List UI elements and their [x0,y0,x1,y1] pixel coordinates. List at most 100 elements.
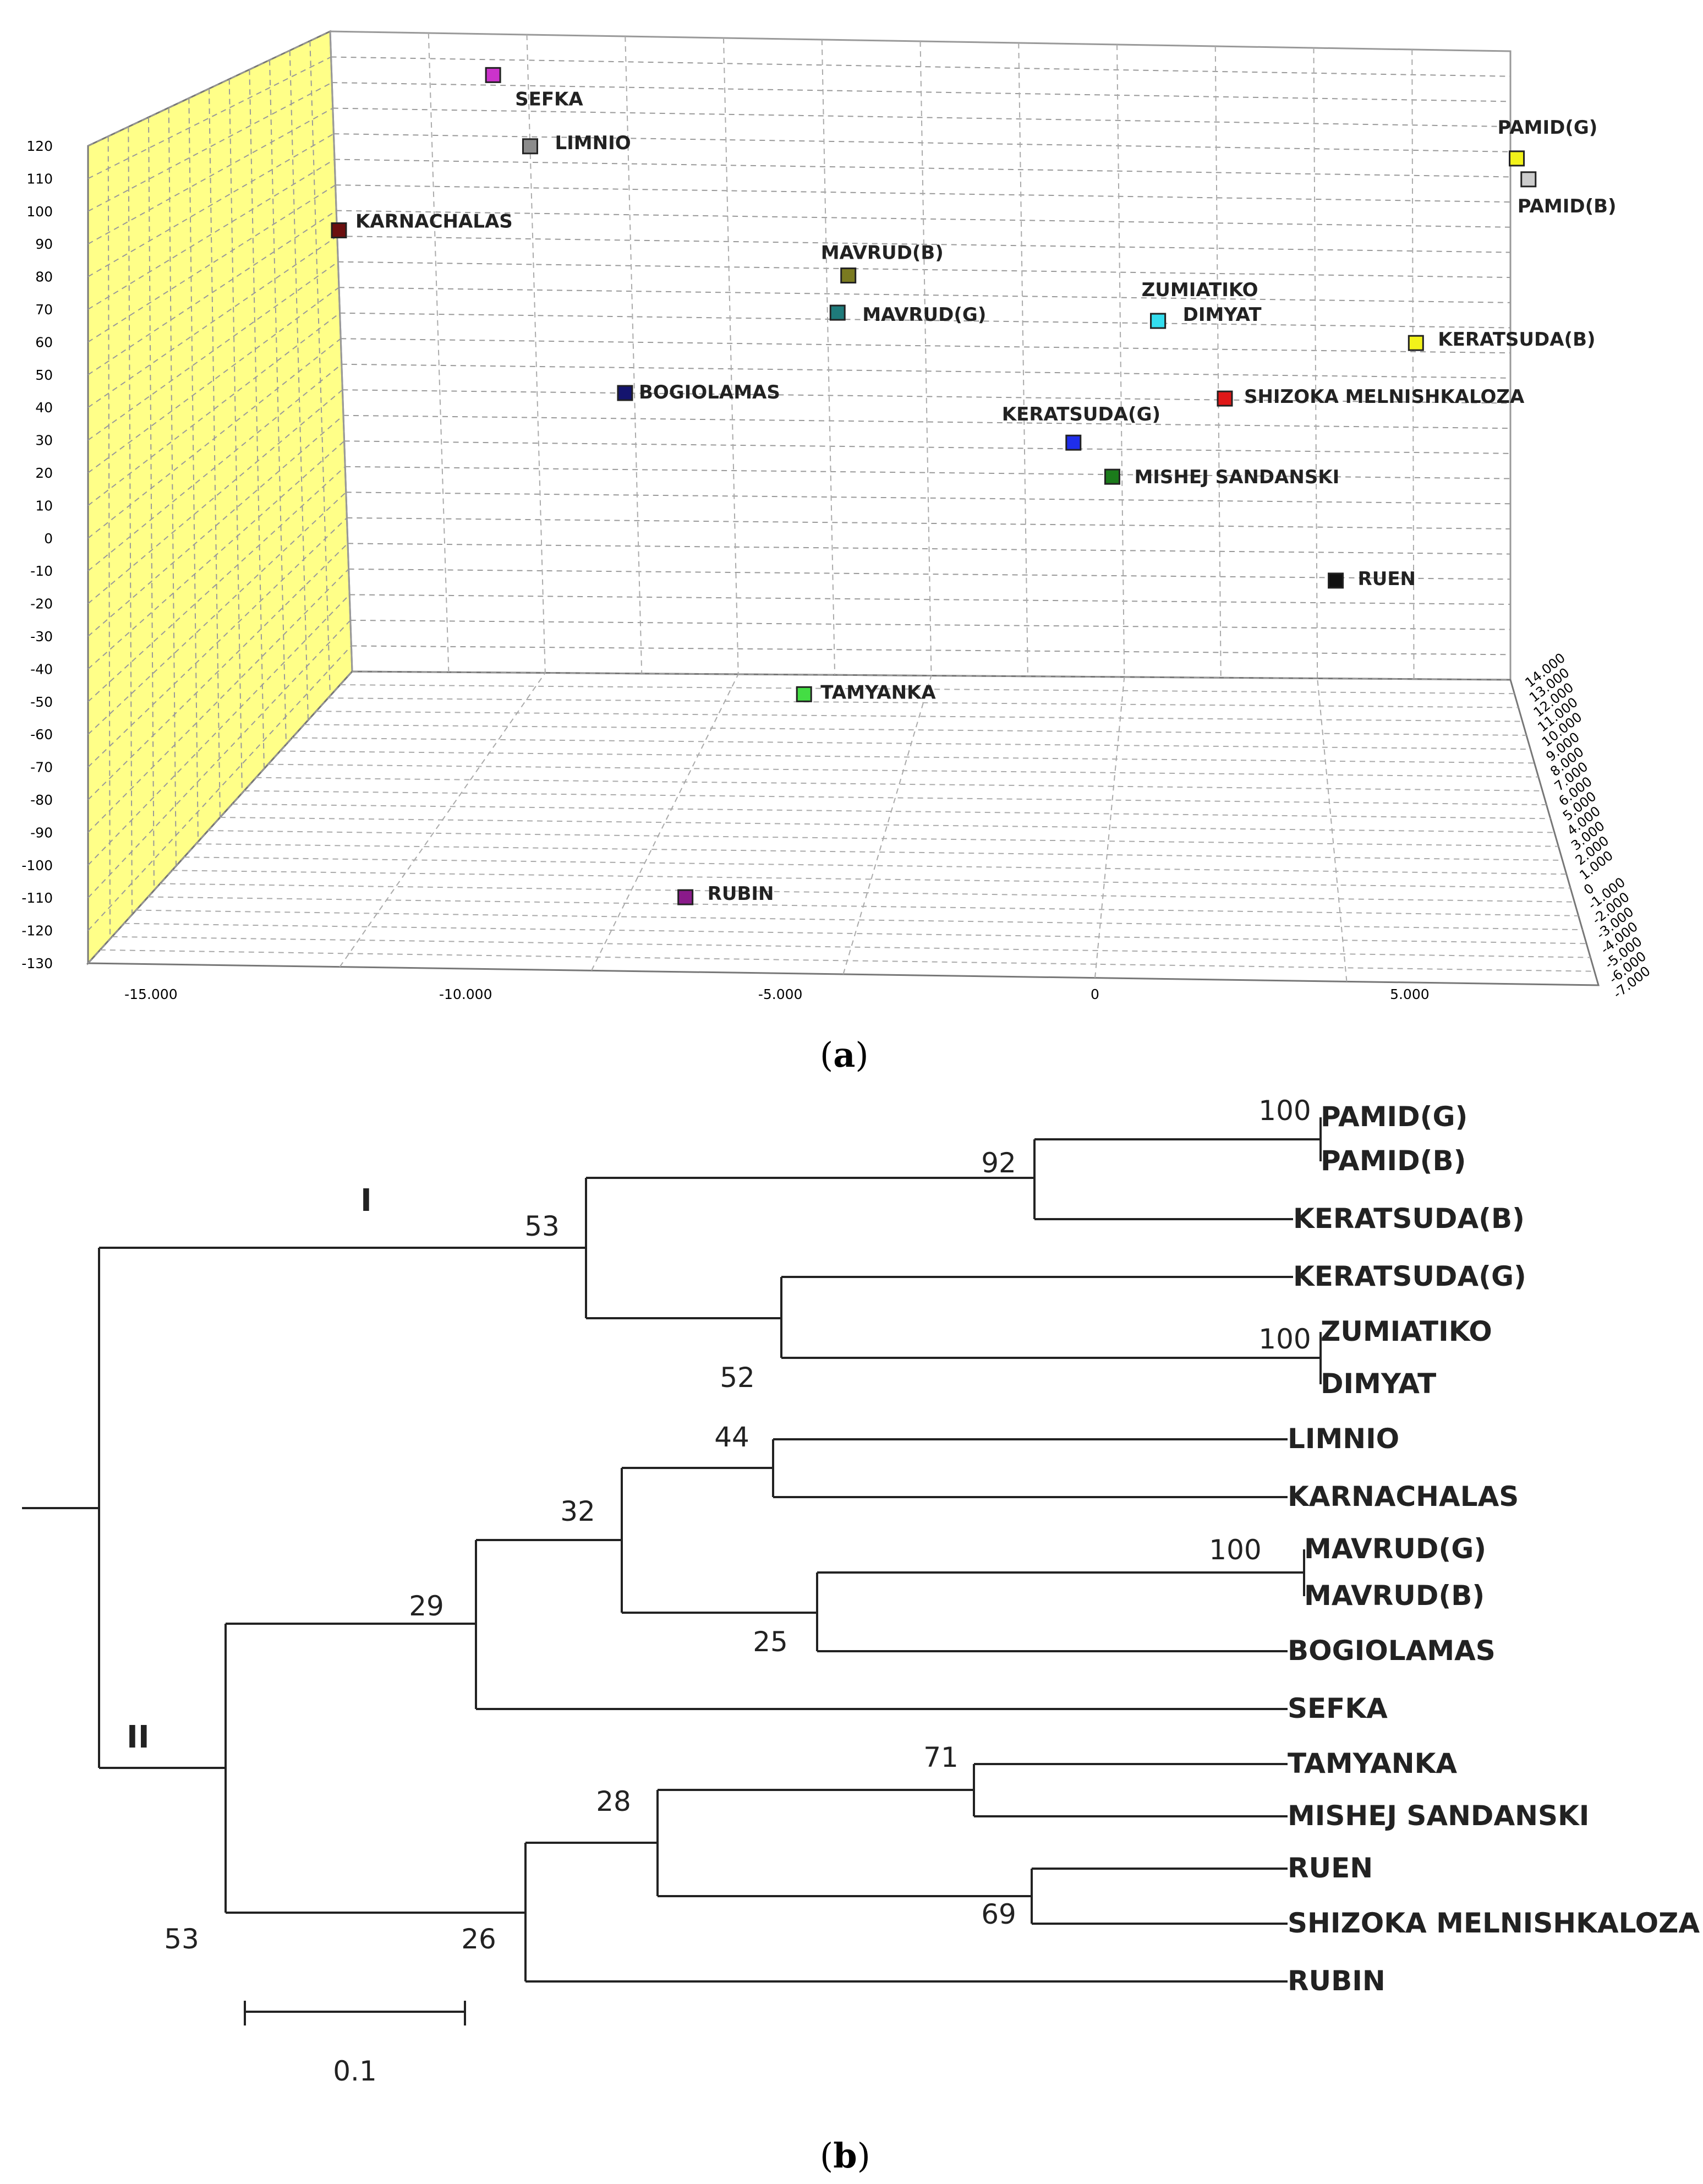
wall-vgridline [249,69,265,769]
floor-gridline [304,724,1527,736]
z-tick-label: 50 [35,367,53,383]
z-tick-label: 90 [35,236,53,252]
back-vgridline [428,32,450,673]
scatter-point [485,67,501,83]
back-vgridline [526,34,546,673]
point-label: KARNACHALAS [355,210,513,232]
point-label: PAMID(B) [1518,195,1617,217]
bootstrap-value: 100 [1258,1095,1311,1127]
point-label: ZUMIATIKO [1142,279,1258,301]
z-gridline-wall [87,133,334,277]
leaf-label: ZUMIATIKO [1321,1315,1492,1347]
plot-grid [86,30,1600,986]
z-tick-label: 70 [35,302,53,318]
back-vgridline [1018,42,1028,676]
point-label: RUBIN [708,883,774,905]
scatter-point [522,138,538,155]
z-tick-label: 0 [44,531,53,547]
z-gridline [332,107,1511,128]
x-tick-label: -10.000 [439,986,492,1002]
bootstrap-value: 71 [923,1741,959,1773]
scatter-point [1520,171,1537,188]
scatter-point [1065,434,1082,451]
z-gridline-wall [87,569,349,833]
leaf-label: MAVRUD(B) [1304,1580,1485,1612]
bootstrap-value: 26 [461,1923,496,1955]
leaf-label: PAMID(G) [1321,1101,1467,1133]
back-vgridline [1313,47,1318,679]
dendrogram-labels: PAMID(G)PAMID(B)KERATSUDA(B)KERATSUDA(G)… [127,1095,1700,2087]
leaf-label: RUEN [1288,1852,1373,1884]
point-label: KERATSUDA(G) [1002,403,1160,425]
back-vgridline [821,39,836,675]
z-tick-label: -80 [30,792,53,808]
wall-vgridline [168,107,177,866]
point-label: PAMID(G) [1498,117,1598,139]
leaf-label: MISHEJ SANDANSKI [1288,1800,1589,1832]
floor-gridline [160,883,1575,903]
leaf-label: MAVRUD(G) [1304,1533,1486,1565]
wall-vgridline [309,41,331,696]
z-gridline [342,389,1511,404]
z-gridline-wall [87,312,341,506]
leaf-label: LIMNIO [1288,1423,1399,1455]
point-label: SHIZOKA MELNISHKALOZA [1244,386,1525,408]
scatter-points: SEFKALIMNIOKARNACHALASMAVRUD(B)MAVRUD(G)… [331,67,1617,905]
bootstrap-value: 44 [714,1421,749,1453]
floor-depthline [1094,676,1125,978]
point-label: MAVRUD(B) [821,242,944,264]
back-vgridline [1116,44,1125,678]
leaf-label: KERATSUDA(G) [1293,1260,1526,1292]
point-label: BOGIOLAMAS [639,381,780,403]
z-tick-label: -110 [21,890,53,906]
bootstrap-value: 53 [524,1210,560,1242]
panel-a-caption: (a) [820,1035,869,1075]
dendrogram: PAMID(G)PAMID(B)KERATSUDA(B)KERATSUDA(G)… [22,1095,1700,2087]
leaf-label: RUBIN [1288,1965,1386,1997]
z-gridline-wall [87,543,348,800]
wall-vgridline [128,127,133,915]
floor-gridline [220,817,1555,833]
x-tick-label: -15.000 [124,986,178,1002]
z-gridline-wall [87,594,350,866]
x-tick-label: 5.000 [1390,986,1430,1002]
bootstrap-value: 92 [981,1147,1016,1179]
floor-gridline [280,750,1535,764]
scatter-point [1104,468,1120,485]
scatter-point [1217,390,1233,407]
z-gridline [349,594,1511,605]
z-tick-label: -70 [30,760,53,776]
z-gridline [334,159,1511,178]
floor-gridline [136,909,1582,931]
leaf-label: KARNACHALAS [1288,1481,1519,1513]
floor-gridline [340,684,1515,695]
point-label: KERATSUDA(B) [1438,329,1595,351]
point-label: SEFKA [515,88,583,110]
bootstrap-value: 32 [560,1495,595,1527]
pca-3d-scatter-plot: 1201101009080706050403020100-10-20-30-40… [21,30,1653,1002]
bootstrap-value: 52 [720,1362,755,1394]
wall-vgridline [289,50,309,720]
z-gridline [338,287,1511,303]
wall-vgridline [148,117,155,891]
floor [86,670,1600,986]
z-tick-label: -40 [30,661,53,677]
floor-gridline [196,843,1563,861]
scatter-point [1150,313,1167,329]
bootstrap-value: 100 [1258,1323,1311,1355]
scatter-point [1328,572,1344,589]
bootstrap-value: 25 [753,1626,788,1658]
wall-vgridline [107,136,111,939]
leaf-label: SEFKA [1288,1692,1388,1724]
point-label: MAVRUD(G) [862,304,986,326]
z-gridline-wall [87,466,346,702]
x-tick-label: 0 [1091,986,1099,1002]
scatter-point [617,385,633,401]
back-vgridline [1214,46,1222,678]
wall-vgridline [209,88,221,818]
scatter-point [829,304,846,321]
z-tick-label: -90 [30,825,53,840]
scatter-point [677,889,694,905]
dendrogram-tree [22,1117,1322,2025]
z-gridline [336,210,1511,228]
